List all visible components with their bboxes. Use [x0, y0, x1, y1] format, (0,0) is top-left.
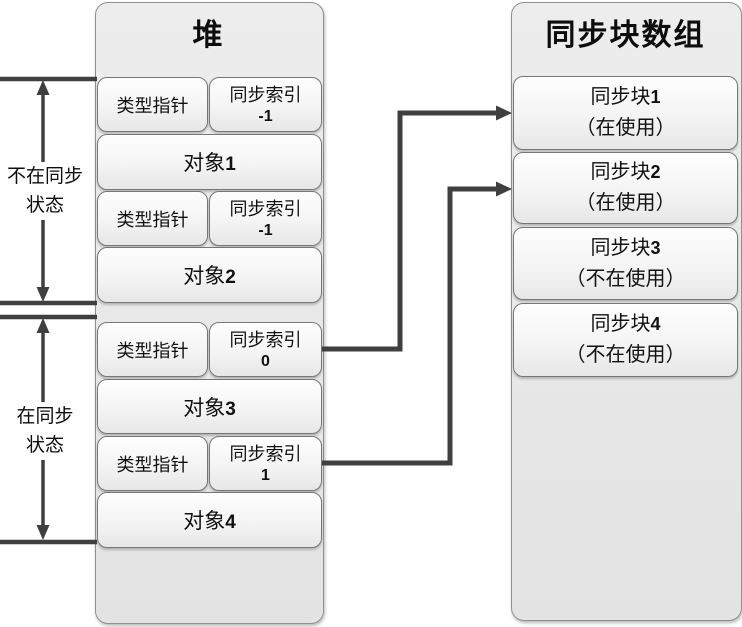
not-in-sync-state-label: 不在同步 状态: [0, 162, 90, 220]
object-label: 对象2: [183, 265, 236, 288]
heap-title: 堆: [192, 19, 225, 52]
sync-index-value: 0: [261, 352, 270, 370]
sync-index-value: -1: [258, 107, 273, 125]
sync-block-name: 同步块1: [590, 86, 661, 108]
sync-index-label: 同步索引: [229, 329, 302, 350]
sync-block-3: 同步块3 （不在使用）: [513, 227, 738, 300]
type-pointer-cell-1: 类型指针: [97, 77, 208, 132]
sync-block-name: 同步块3: [590, 236, 661, 259]
sync-index-label: 同步索引: [229, 84, 302, 105]
sync-block-1: 同步块1 （在使用）: [513, 76, 738, 150]
in-sync-arrowhead-up-icon: [36, 318, 50, 333]
sync-block-status: （不在使用）: [565, 344, 686, 366]
sync-block-2: 同步块2 （在使用）: [513, 152, 738, 224]
not-in-sync-arrowhead-up-icon: [36, 80, 50, 95]
type-pointer-cell-2: 类型指针: [97, 191, 208, 246]
object-cell-3: 对象3: [97, 379, 322, 434]
object-label: 对象3: [183, 396, 236, 420]
type-pointer-cell-3: 类型指针: [97, 322, 208, 377]
connector-sync-index-0: [322, 110, 498, 352]
sync-block-4: 同步块4 （不在使用）: [513, 303, 738, 377]
in-sync-state-label: 在同步 状态: [0, 402, 90, 460]
sync-index-label: 同步索引: [229, 198, 302, 219]
sync-block-name: 同步块2: [590, 161, 661, 183]
sync-block-status: （在使用）: [575, 117, 676, 139]
sync-block-array-title: 同步块数组: [545, 19, 706, 52]
sync-index-cell-4: 同步索引 1: [209, 436, 322, 491]
sync-index-label: 同步索引: [229, 443, 302, 464]
object-label: 对象4: [183, 510, 236, 533]
sync-block-status: （在使用）: [575, 192, 676, 214]
connector-0-arrowhead-icon: [496, 105, 512, 121]
sync-index-cell-1: 同步索引 -1: [209, 77, 322, 132]
sync-index-value: -1: [258, 221, 273, 239]
in-sync-arrowhead-down-icon: [36, 525, 50, 540]
object-cell-1: 对象1: [97, 134, 322, 190]
object-cell-4: 对象4: [97, 492, 322, 548]
not-in-sync-arrowhead-down-icon: [36, 287, 50, 302]
connector-1-arrowhead-icon: [496, 181, 512, 197]
sync-index-cell-2: 同步索引 -1: [209, 191, 322, 246]
sync-block-status: （不在使用）: [565, 267, 686, 290]
sync-block-name: 同步块4: [590, 313, 661, 335]
sync-index-cell-3: 同步索引 0: [209, 322, 322, 377]
object-label: 对象1: [183, 152, 236, 175]
sync-index-value: 1: [261, 466, 270, 484]
type-pointer-cell-4: 类型指针: [97, 436, 208, 491]
object-cell-2: 对象2: [97, 247, 322, 303]
connector-sync-index-1: [322, 186, 498, 466]
